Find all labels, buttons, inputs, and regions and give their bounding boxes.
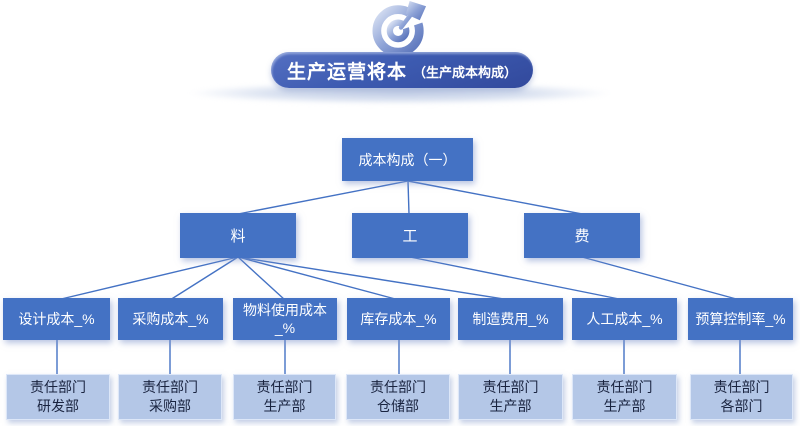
- dept-node-production-3: 责任部门 生产部: [572, 374, 677, 420]
- cost-node-budget-control: 预算控制率_%: [688, 298, 793, 340]
- dept-node-warehouse: 责任部门 仓储部: [346, 374, 450, 420]
- dept-node-production-2: 责任部门 生产部: [458, 374, 563, 420]
- cost-node-manufacturing: 制造费用_%: [458, 298, 563, 340]
- category-node-expense: 费: [524, 213, 640, 258]
- page-subtitle: （生产成本构成）: [413, 65, 518, 80]
- dept-title: 责任部门: [482, 379, 539, 395]
- dept-name: 仓储部: [377, 398, 419, 414]
- cost-node-design: 设计成本_%: [3, 298, 110, 340]
- dept-name: 生产部: [263, 398, 306, 414]
- page-title: 生产运营将本: [286, 61, 407, 83]
- dept-node-all-departments: 责任部门 各部门: [690, 374, 793, 420]
- category-node-material: 料: [180, 213, 296, 258]
- dept-node-production-1: 责任部门 生产部: [233, 374, 336, 420]
- dept-title: 责任部门: [142, 379, 198, 395]
- dept-title: 责任部门: [713, 379, 770, 395]
- cost-node-procurement: 采购成本_%: [118, 298, 223, 340]
- dept-name: 采购部: [149, 398, 191, 414]
- dept-title: 责任部门: [370, 379, 426, 395]
- target-dart-icon: [372, 0, 429, 56]
- dept-title: 责任部门: [596, 379, 653, 395]
- cost-node-inventory: 库存成本_%: [347, 298, 450, 340]
- dept-node-procurement: 责任部门 采购部: [118, 374, 222, 420]
- dept-name: 生产部: [603, 398, 646, 414]
- root-node-cost-composition: 成本构成（一）: [342, 138, 473, 181]
- dept-node-rnd: 责任部门 研发部: [6, 374, 110, 420]
- cost-node-labor-cost: 人工成本_%: [572, 298, 677, 340]
- dept-title: 责任部门: [30, 379, 86, 395]
- title-banner: 生产运营将本 （生产成本构成）: [271, 52, 533, 88]
- category-node-labor: 工: [352, 213, 468, 258]
- dept-title: 责任部门: [256, 379, 313, 395]
- dept-name: 生产部: [489, 398, 532, 414]
- dept-name: 各部门: [720, 398, 763, 414]
- dept-name: 研发部: [37, 398, 79, 414]
- cost-node-material-usage: 物料使用成本_%: [233, 298, 337, 340]
